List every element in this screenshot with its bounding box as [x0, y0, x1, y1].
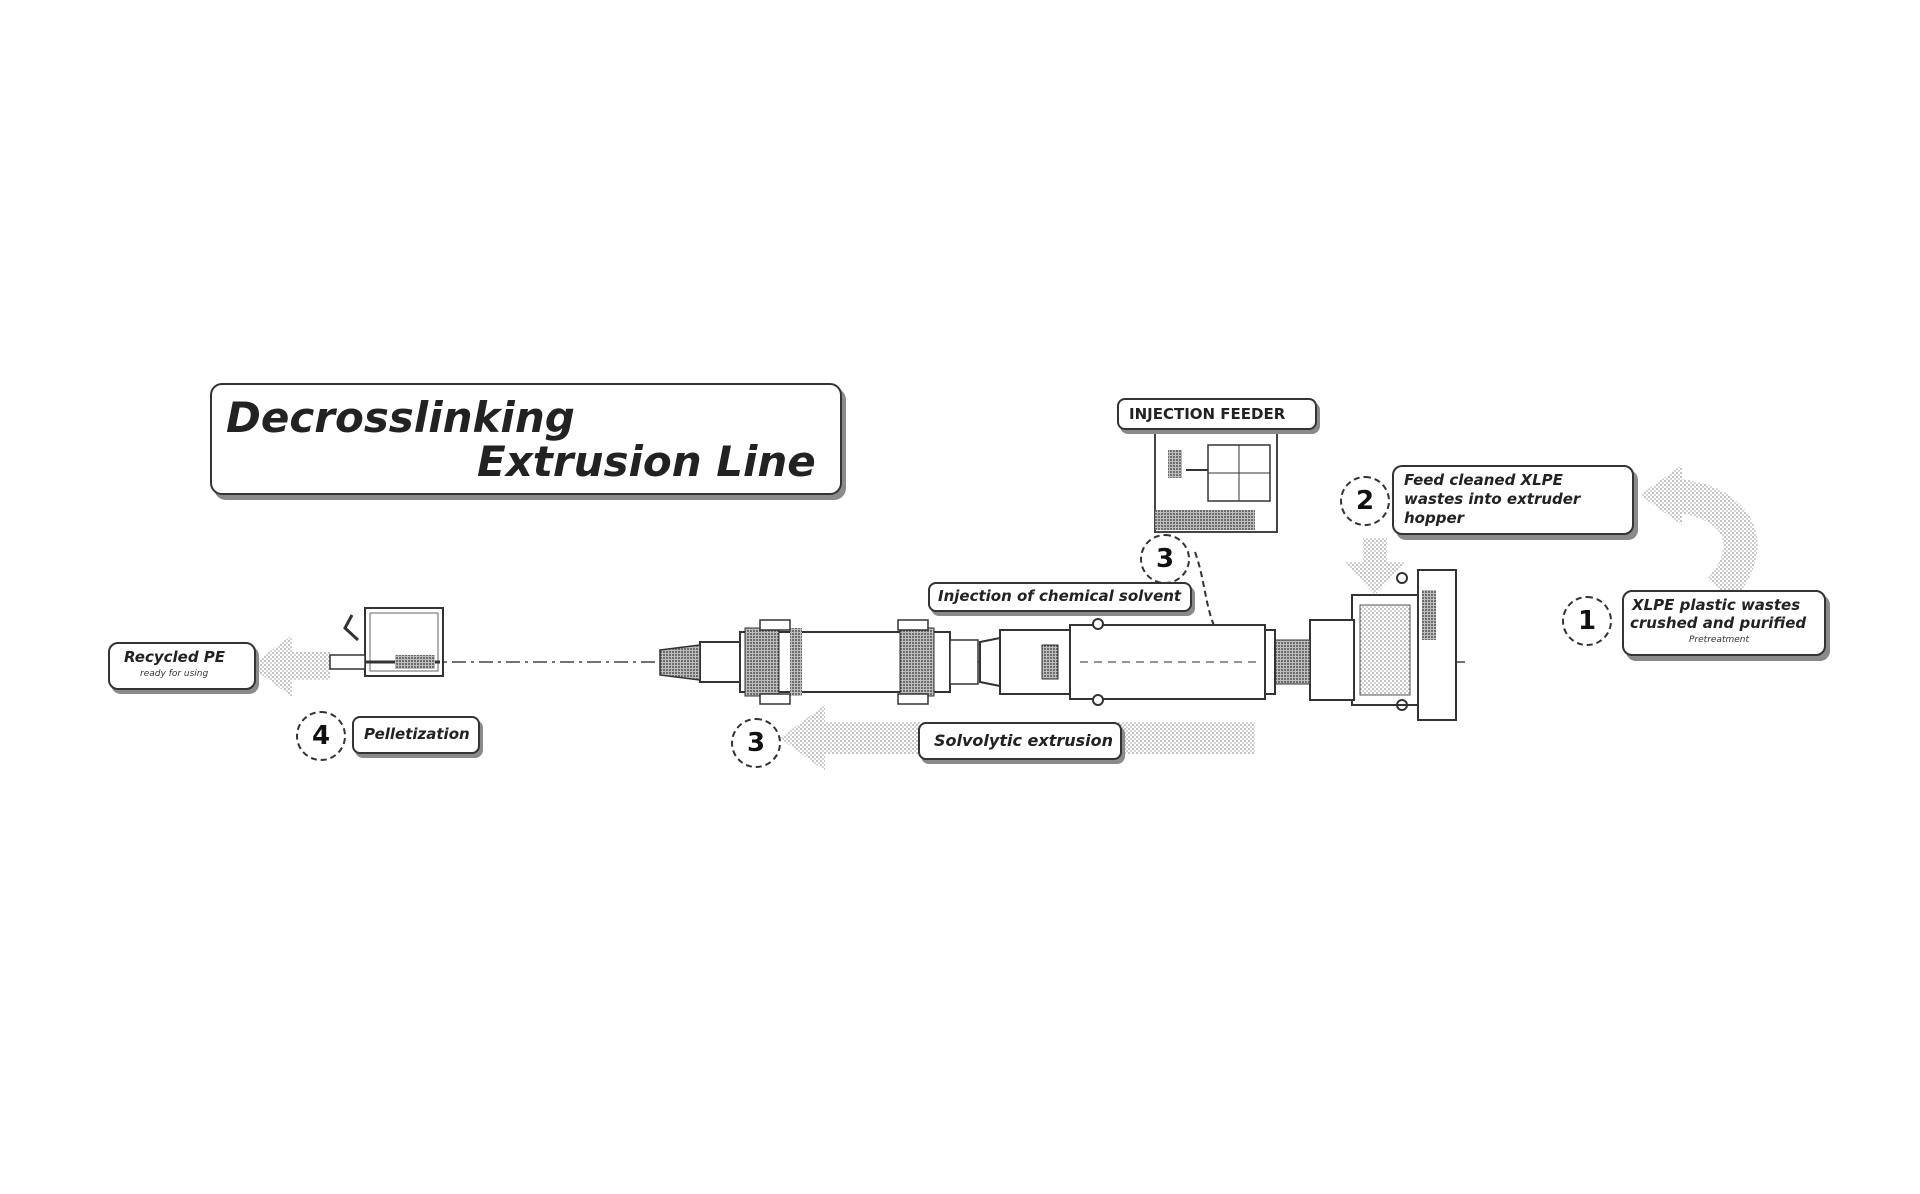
recycled-pe-label: Recycled PE: [124, 648, 226, 666]
step3-injection-label: Injection of chemical solvent: [938, 587, 1182, 605]
step4-label: Pelletization: [364, 725, 470, 743]
injection-line: [1194, 551, 1216, 629]
hopper-drive-unit: [1274, 569, 1457, 721]
step2-box: Feed cleaned XLPE wastes into extruder h…: [1392, 465, 1634, 535]
extruder-barrel: [979, 618, 1276, 706]
hopper-arrow: [1345, 538, 1405, 595]
pretreatment-curve-arrow: [1640, 465, 1758, 602]
recycled-pe-sub: ready for using: [140, 669, 209, 679]
step2-line2: wastes into extruder: [1404, 490, 1581, 508]
step1-line2: crushed and purified: [1630, 614, 1807, 632]
title-line1: Decrosslinking: [226, 393, 575, 442]
step3-extrusion-number: 3: [731, 718, 781, 768]
recycled-pe-box: Recycled PE ready for using: [108, 642, 256, 690]
step2-number: 2: [1340, 476, 1390, 526]
step1-number: 1: [1562, 596, 1612, 646]
step1-sub: Pretreatment: [1689, 635, 1750, 645]
step2-line3: hopper: [1404, 509, 1465, 527]
step3-injection-number: 3: [1140, 534, 1190, 584]
step3-extrusion-label: Solvolytic extrusion: [934, 731, 1114, 750]
extrusion-die-section: [659, 619, 979, 705]
step4-box: Pelletization: [352, 716, 480, 754]
output-arrow: [250, 635, 330, 697]
step3-injection-box: Injection of chemical solvent: [928, 582, 1192, 612]
title-line2: Extrusion Line: [477, 437, 816, 486]
injection-feeder-machine: [1154, 431, 1278, 533]
title-box: Decrosslinking Extrusion Line: [210, 383, 842, 495]
step1-box: XLPE plastic wastes crushed and purified…: [1622, 590, 1826, 656]
step3-extrusion-box: Solvolytic extrusion: [918, 722, 1122, 760]
injection-feeder-label: INJECTION FEEDER: [1129, 405, 1286, 423]
step2-line1: Feed cleaned XLPE: [1404, 471, 1563, 489]
pelletizer-machine: [329, 607, 444, 677]
injection-feeder-label-box: INJECTION FEEDER: [1117, 398, 1317, 430]
step4-number: 4: [296, 711, 346, 761]
step1-line1: XLPE plastic wastes: [1632, 596, 1801, 614]
